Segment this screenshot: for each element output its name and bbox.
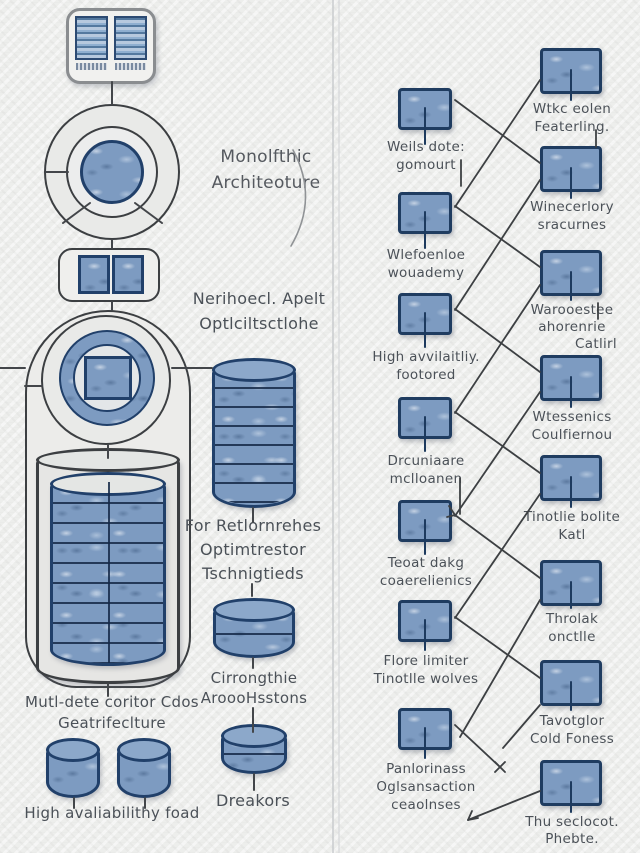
module-square-left [78, 255, 110, 294]
breakers-cylinder-cap [221, 724, 287, 748]
breakers-cylinder [221, 724, 287, 774]
storage-outer-cap [36, 448, 180, 472]
multi-dc-label: Mutl-dete coritor Cdos Geatrifeclture [25, 693, 199, 732]
breakers-cylinder-band [224, 752, 284, 755]
client-panel-right [114, 16, 147, 60]
sessions-cylinder [213, 598, 295, 658]
sessions-cylinder-cap [213, 598, 295, 622]
server-node-a7 [398, 708, 452, 750]
server-node-b7 [540, 660, 602, 706]
client-panel-left [75, 16, 108, 60]
tall-cylinder-bands [215, 370, 293, 505]
server-node-b3 [540, 250, 602, 296]
data-stack-split [108, 482, 110, 663]
ha-cylinder-2-cap [117, 738, 171, 762]
sessions-label: Cirrongthie AroooHsstons [200, 669, 308, 707]
server-node-a5 [398, 500, 452, 542]
monolithic-architecture-label: Monolfthic Architeoture [211, 147, 321, 193]
label-a3: High avvilaitliy.footored [372, 349, 480, 383]
label-b8: Thu seclocot.Phebte. [525, 814, 619, 847]
breakers-label: Dreakors [216, 791, 290, 810]
client-caption-left [76, 63, 107, 70]
ha-cylinder-1-cap [46, 738, 100, 762]
server-node-b2 [540, 146, 602, 192]
tall-disc-cylinder [212, 358, 296, 508]
server-node-a2 [398, 192, 452, 234]
sessions-cylinder-band [216, 633, 292, 636]
monolith-core-circle [80, 140, 144, 204]
server-node-a3 [398, 293, 452, 335]
api-optimization-label: Nerihoecl. Apelt Optlciltsctlohe [192, 289, 326, 333]
performance-techniques-label: For Retlornrehes Optimtrestor Tschnigtie… [184, 516, 322, 583]
server-node-a6 [398, 600, 452, 642]
server-node-b1 [540, 48, 602, 94]
server-node-b8 [540, 760, 602, 806]
client-caption-right [115, 63, 146, 70]
server-node-b4 [540, 355, 602, 401]
module-square-right [112, 255, 144, 294]
server-node-a1 [398, 88, 452, 130]
server-node-b6 [540, 560, 602, 606]
label-a1: Weils dote:gomourt [387, 139, 465, 173]
ha-cylinder-2 [117, 738, 171, 798]
server-node-b5 [540, 455, 602, 501]
ha-cylinder-1 [46, 738, 100, 798]
partitioned-data-stack [50, 472, 166, 666]
core-square [84, 356, 132, 400]
server-node-a4 [398, 397, 452, 439]
high-availability-label: High avaliabilithy foad [24, 804, 200, 822]
